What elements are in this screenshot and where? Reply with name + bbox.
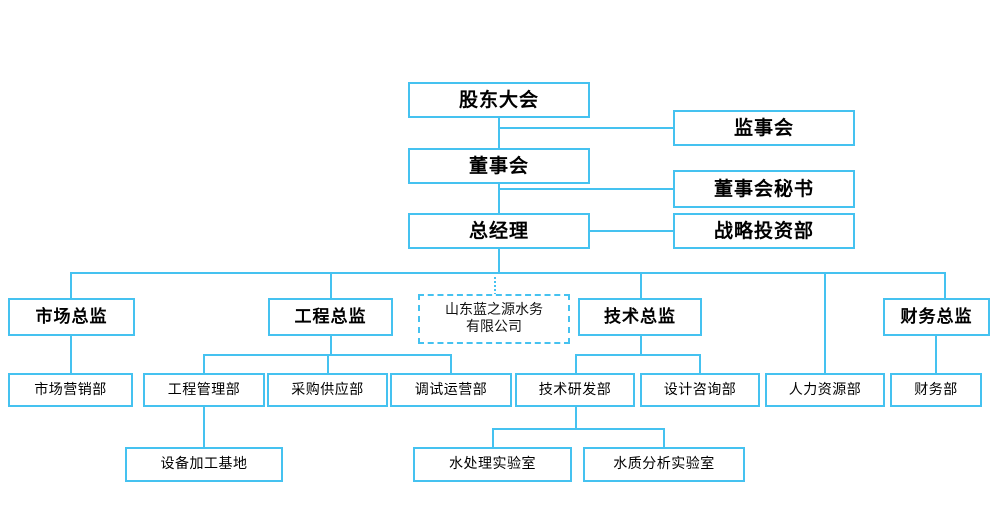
node-technology-rnd-dept[interactable]: 技术研发部 xyxy=(515,373,635,407)
connector-gm-to-strategic-investment xyxy=(590,230,674,232)
connector-marketing-director-to-dept xyxy=(70,335,72,373)
connector-bar-to-technical-director xyxy=(640,272,642,298)
node-company-entity[interactable]: 山东蓝之源水务 有限公司 xyxy=(418,294,570,344)
node-human-resources-dept[interactable]: 人力资源部 xyxy=(765,373,885,407)
connector-bar-to-company-entity xyxy=(494,272,496,295)
connector-board-to-secretary xyxy=(498,188,674,190)
connector-to-design-consulting-dept xyxy=(699,354,701,373)
connector-engineering-director-down xyxy=(330,335,332,355)
connector-technical-sub-bar xyxy=(575,354,701,356)
connector-director-bar xyxy=(70,272,946,274)
node-technical-director[interactable]: 技术总监 xyxy=(578,298,702,336)
node-design-consulting-dept[interactable]: 设计咨询部 xyxy=(640,373,760,407)
connector-engineering-management-to-base xyxy=(203,407,205,447)
node-marketing-sales-dept[interactable]: 市场营销部 xyxy=(8,373,133,407)
connector-technical-director-down xyxy=(640,335,642,355)
connector-to-water-treatment-lab xyxy=(492,428,494,448)
node-engineering-management-dept[interactable]: 工程管理部 xyxy=(143,373,265,407)
node-water-quality-analysis-lab[interactable]: 水质分析实验室 xyxy=(583,447,745,482)
node-general-manager[interactable]: 总经理 xyxy=(408,213,590,249)
node-equipment-processing-base[interactable]: 设备加工基地 xyxy=(125,447,283,482)
node-commissioning-operations-dept[interactable]: 调试运营部 xyxy=(390,373,512,407)
connector-to-procurement-supply-dept xyxy=(327,354,329,373)
connector-bar-to-finance-director xyxy=(944,272,946,298)
connector-gm-trunk-down xyxy=(498,248,500,273)
connector-bar-to-marketing-director xyxy=(70,272,72,298)
connector-to-engineering-management-dept xyxy=(203,354,205,373)
node-procurement-supply-dept[interactable]: 采购供应部 xyxy=(267,373,388,407)
connector-to-water-quality-lab xyxy=(663,428,665,448)
node-marketing-director[interactable]: 市场总监 xyxy=(8,298,135,336)
node-water-treatment-lab[interactable]: 水处理实验室 xyxy=(413,447,572,482)
connector-board-to-gm xyxy=(498,183,500,213)
connector-bar-to-hr-dept xyxy=(824,272,826,373)
node-finance-dept[interactable]: 财务部 xyxy=(890,373,982,407)
connector-finance-director-to-dept xyxy=(935,335,937,373)
node-shareholders-meeting[interactable]: 股东大会 xyxy=(408,82,590,118)
node-board-of-directors[interactable]: 董事会 xyxy=(408,148,590,184)
node-engineering-director[interactable]: 工程总监 xyxy=(268,298,393,336)
node-board-secretary[interactable]: 董事会秘书 xyxy=(673,170,855,208)
connector-bar-to-engineering-director xyxy=(330,272,332,298)
connector-to-technology-rnd-dept xyxy=(575,354,577,373)
connector-rnd-down xyxy=(575,407,577,429)
node-strategic-investment-dept[interactable]: 战略投资部 xyxy=(673,213,855,249)
connector-shareholders-to-board xyxy=(498,117,500,148)
connector-lab-bar xyxy=(492,428,664,430)
node-finance-director[interactable]: 财务总监 xyxy=(883,298,990,336)
connector-to-commissioning-operations-dept xyxy=(450,354,452,373)
node-board-of-supervisors[interactable]: 监事会 xyxy=(673,110,855,146)
connector-shareholders-to-supervisors xyxy=(498,127,674,129)
